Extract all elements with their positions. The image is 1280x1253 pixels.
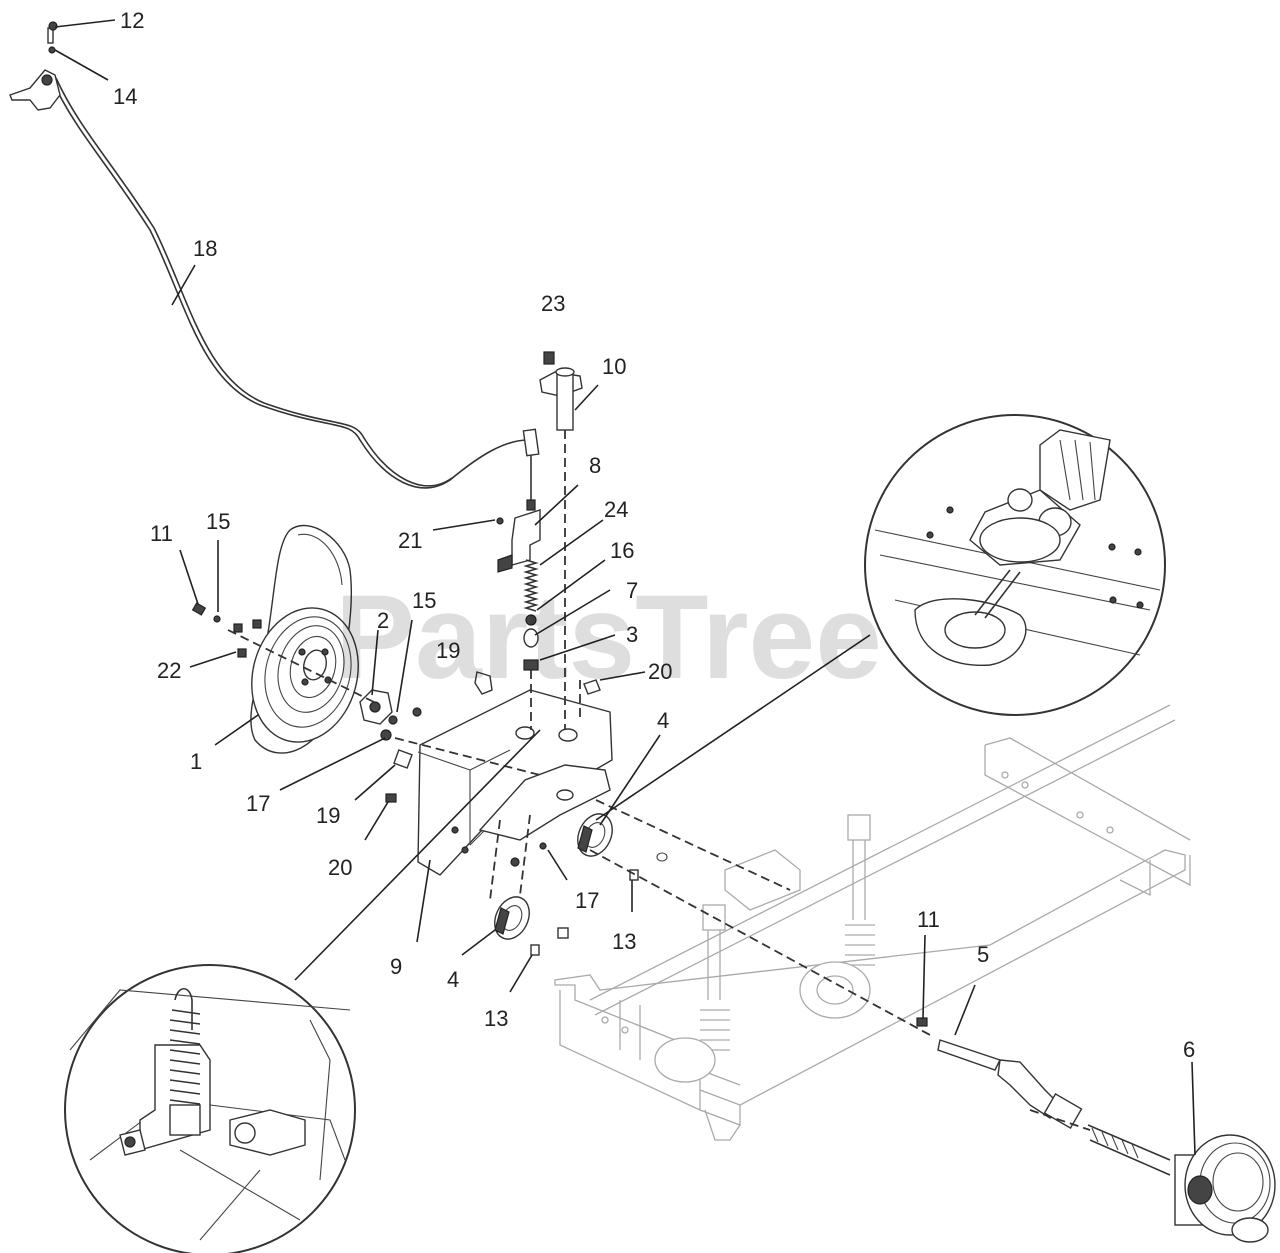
callout-4-upper: 4 [657, 708, 669, 733]
callout-21: 21 [398, 528, 422, 553]
callout-12: 12 [120, 8, 144, 33]
callout-17-left: 17 [246, 791, 270, 816]
callout-22: 22 [157, 658, 181, 683]
callout-4-lower: 4 [447, 967, 459, 992]
control-lever [9, 21, 61, 111]
electric-clutch [1174, 1134, 1276, 1243]
callout-5: 5 [977, 942, 989, 967]
callout-14: 14 [113, 84, 137, 109]
callout-11-upper: 11 [150, 521, 173, 546]
callout-labels: 12 14 18 23 10 8 24 21 16 7 3 11 15 15 2… [113, 8, 1195, 1062]
engine-pulley-with-belt [250, 524, 359, 754]
callout-7: 7 [626, 578, 638, 603]
assembly-lines [227, 430, 1091, 1131]
callout-11-lower: 11 [917, 907, 940, 932]
callout-15-right: 15 [412, 588, 436, 613]
control-cable [51, 77, 540, 511]
callout-9: 9 [390, 954, 402, 979]
callout-20-upper: 20 [648, 659, 672, 684]
callout-18: 18 [193, 236, 217, 261]
callout-1: 1 [190, 749, 202, 774]
frame-assembly [554, 704, 1191, 1141]
callout-13-lower: 13 [484, 1006, 508, 1031]
callout-23: 23 [541, 291, 565, 316]
callout-17-right: 17 [575, 888, 599, 913]
callout-16: 16 [610, 538, 634, 563]
watermark: PartsTree [335, 570, 882, 704]
callout-leaders [54, 19, 1196, 1156]
idler-pulleys [494, 813, 668, 956]
pivot-bracket [417, 689, 613, 876]
callout-20-lower: 20 [328, 855, 352, 880]
hardware-left [191, 602, 601, 803]
detail-leader-bottom [294, 729, 541, 981]
callout-13-upper: 13 [612, 929, 636, 954]
callout-19-lower: 19 [316, 803, 340, 828]
callout-2: 2 [377, 608, 389, 633]
cable-spring-stack [496, 509, 541, 671]
callout-3: 3 [626, 622, 638, 647]
callout-24: 24 [604, 497, 628, 522]
callout-8: 8 [589, 453, 601, 478]
drive-shaft [916, 1017, 1171, 1176]
callout-10: 10 [602, 354, 626, 379]
callout-19-upper: 19 [436, 638, 460, 663]
detail-leader-top [595, 634, 871, 821]
callout-6: 6 [1183, 1037, 1195, 1062]
callout-15-left: 15 [206, 509, 230, 534]
detail-view-top-right [864, 414, 1166, 716]
pivot-bolt [539, 351, 583, 431]
detail-view-bottom-left [64, 964, 356, 1253]
